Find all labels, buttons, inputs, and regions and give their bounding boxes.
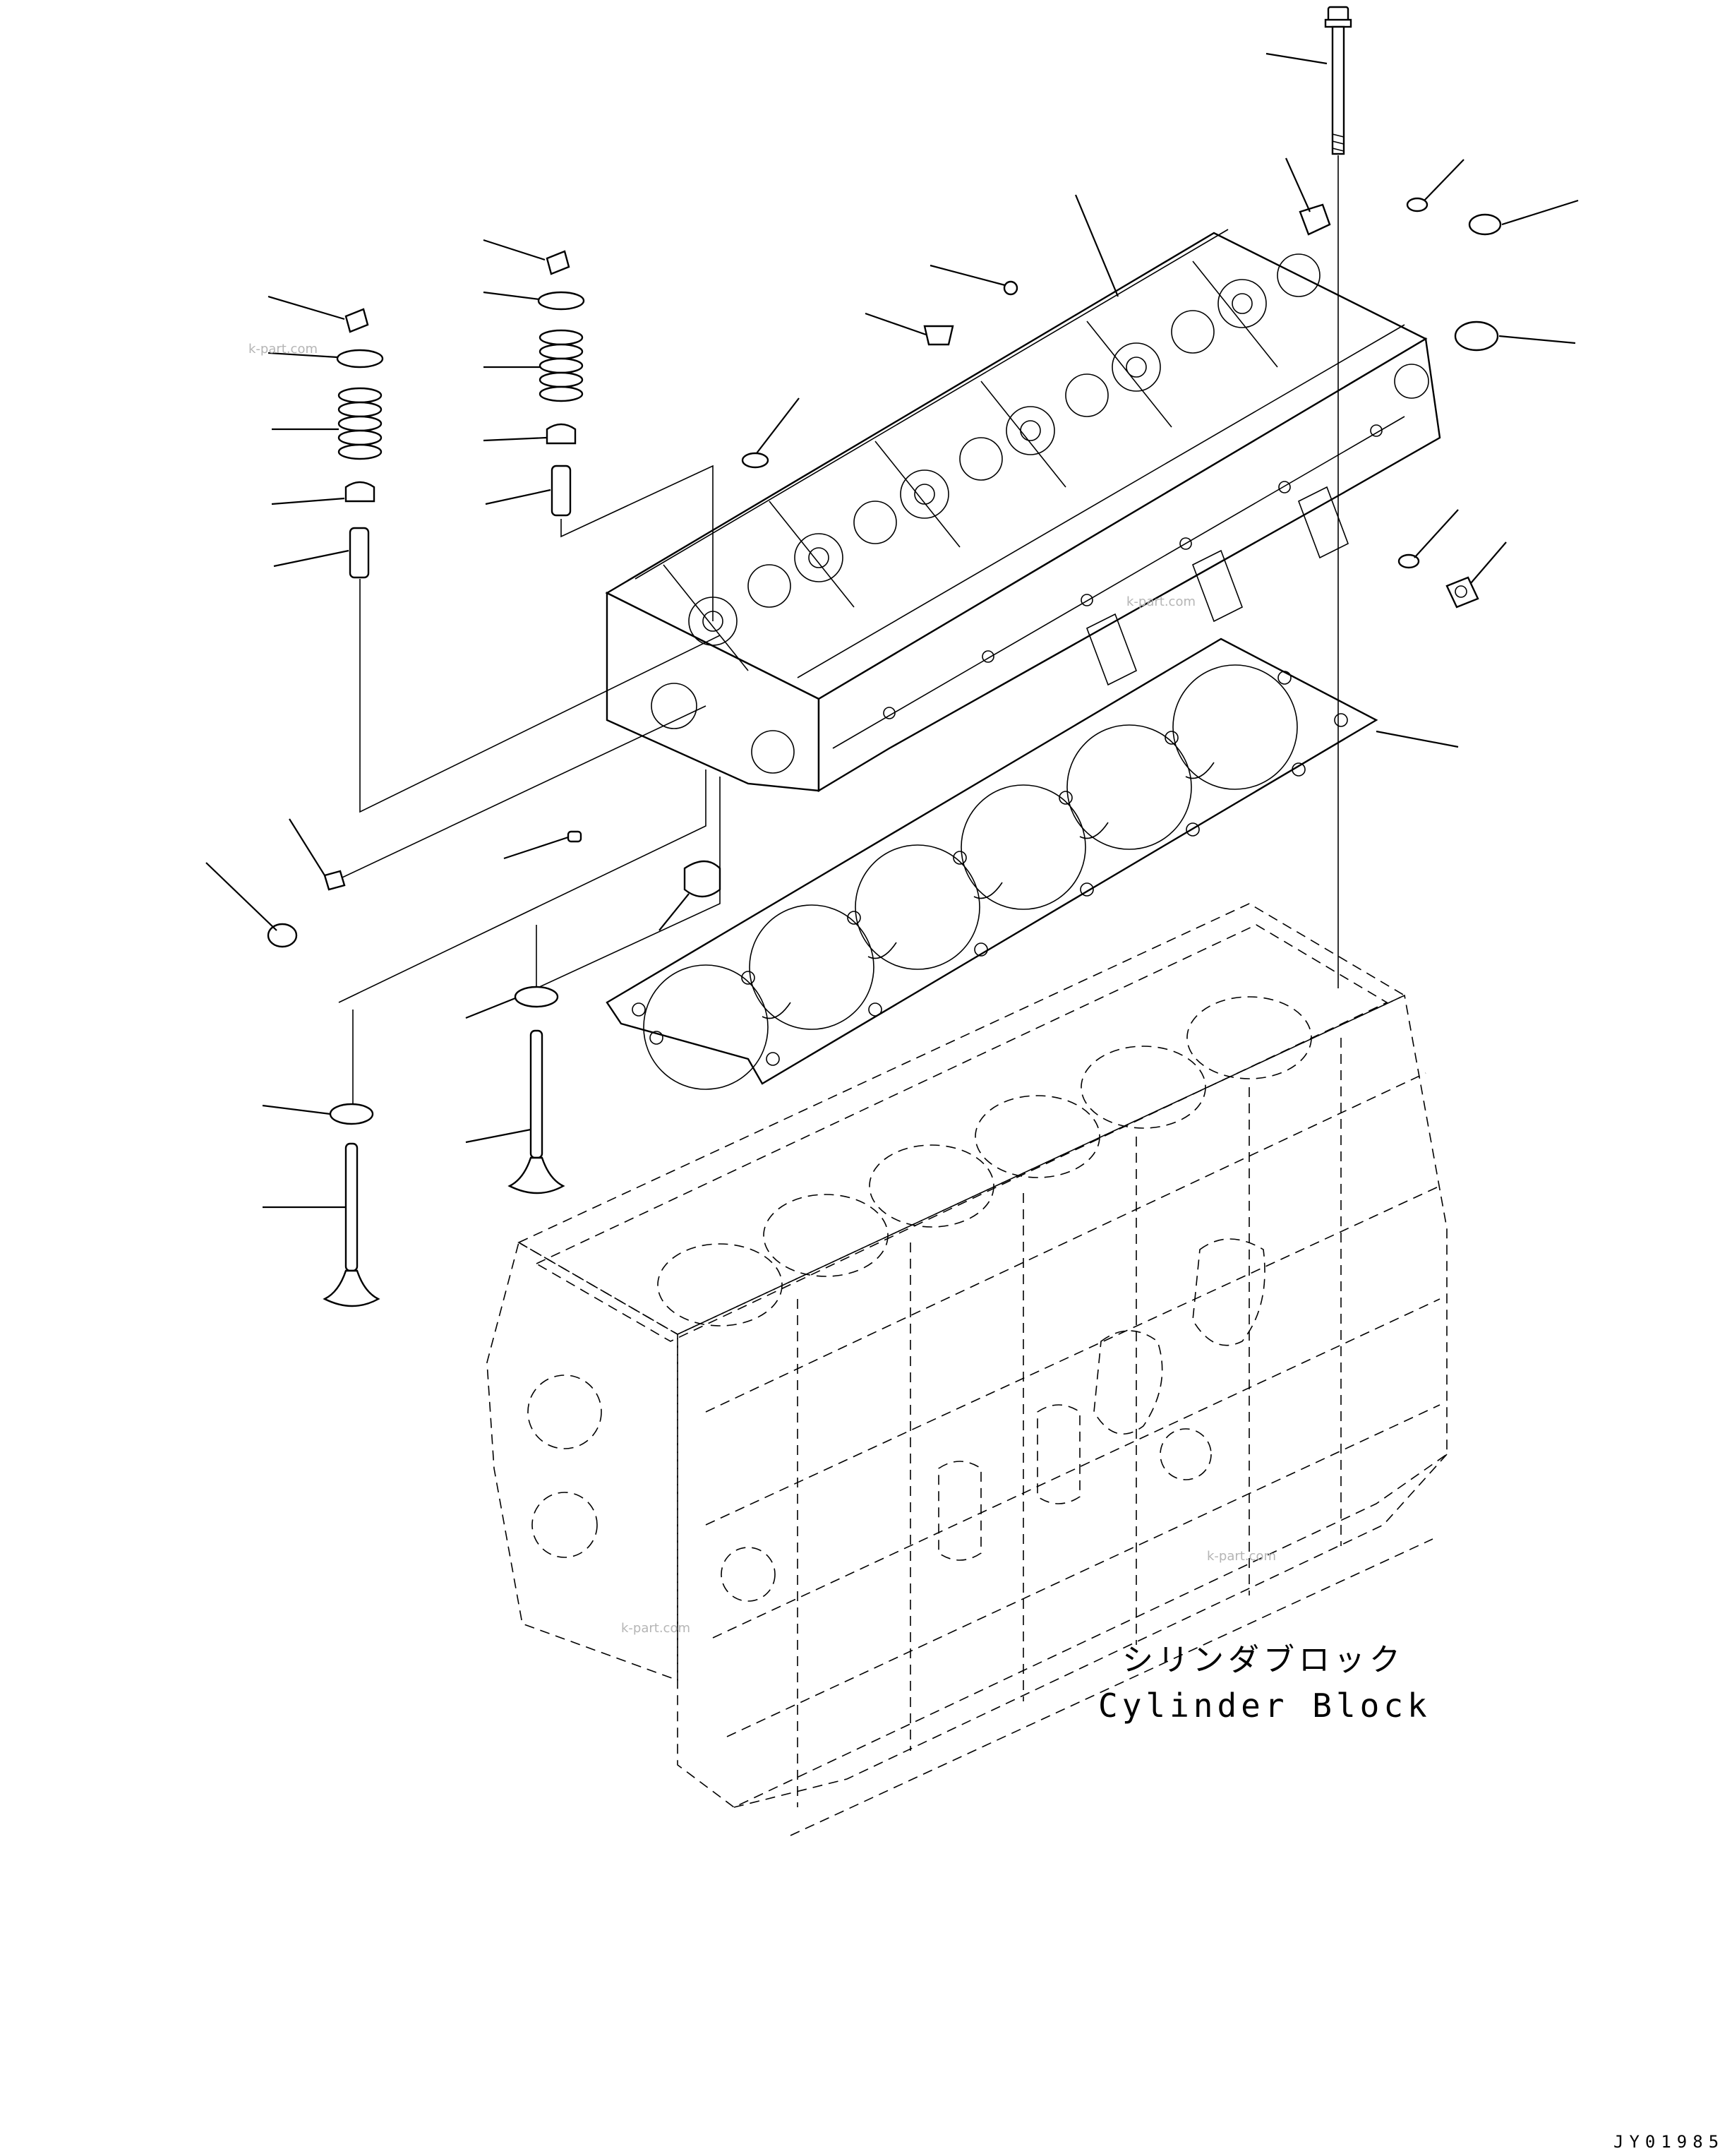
cylinder-block — [486, 903, 1448, 1836]
head-bolt — [1324, 6, 1352, 155]
small-parts — [267, 197, 1502, 948]
leader-lines — [205, 52, 1579, 1209]
watermark-1: k-part.com — [248, 342, 318, 357]
cylinder-head — [605, 229, 1441, 793]
valve-train-middle — [537, 250, 585, 517]
watermark-2: k-part.com — [1126, 594, 1196, 609]
block-label-japanese: シリンダブロック — [1122, 1642, 1405, 1678]
block-label-english: Cylinder Block — [1098, 1687, 1431, 1725]
watermark-4: k-part.com — [621, 1621, 690, 1636]
valve-train-left — [336, 308, 384, 579]
head-gasket — [606, 637, 1378, 1090]
valves — [323, 986, 565, 1307]
drawing-code: JY019850 — [1613, 2132, 1720, 2152]
watermark-3: k-part.com — [1207, 1549, 1276, 1564]
